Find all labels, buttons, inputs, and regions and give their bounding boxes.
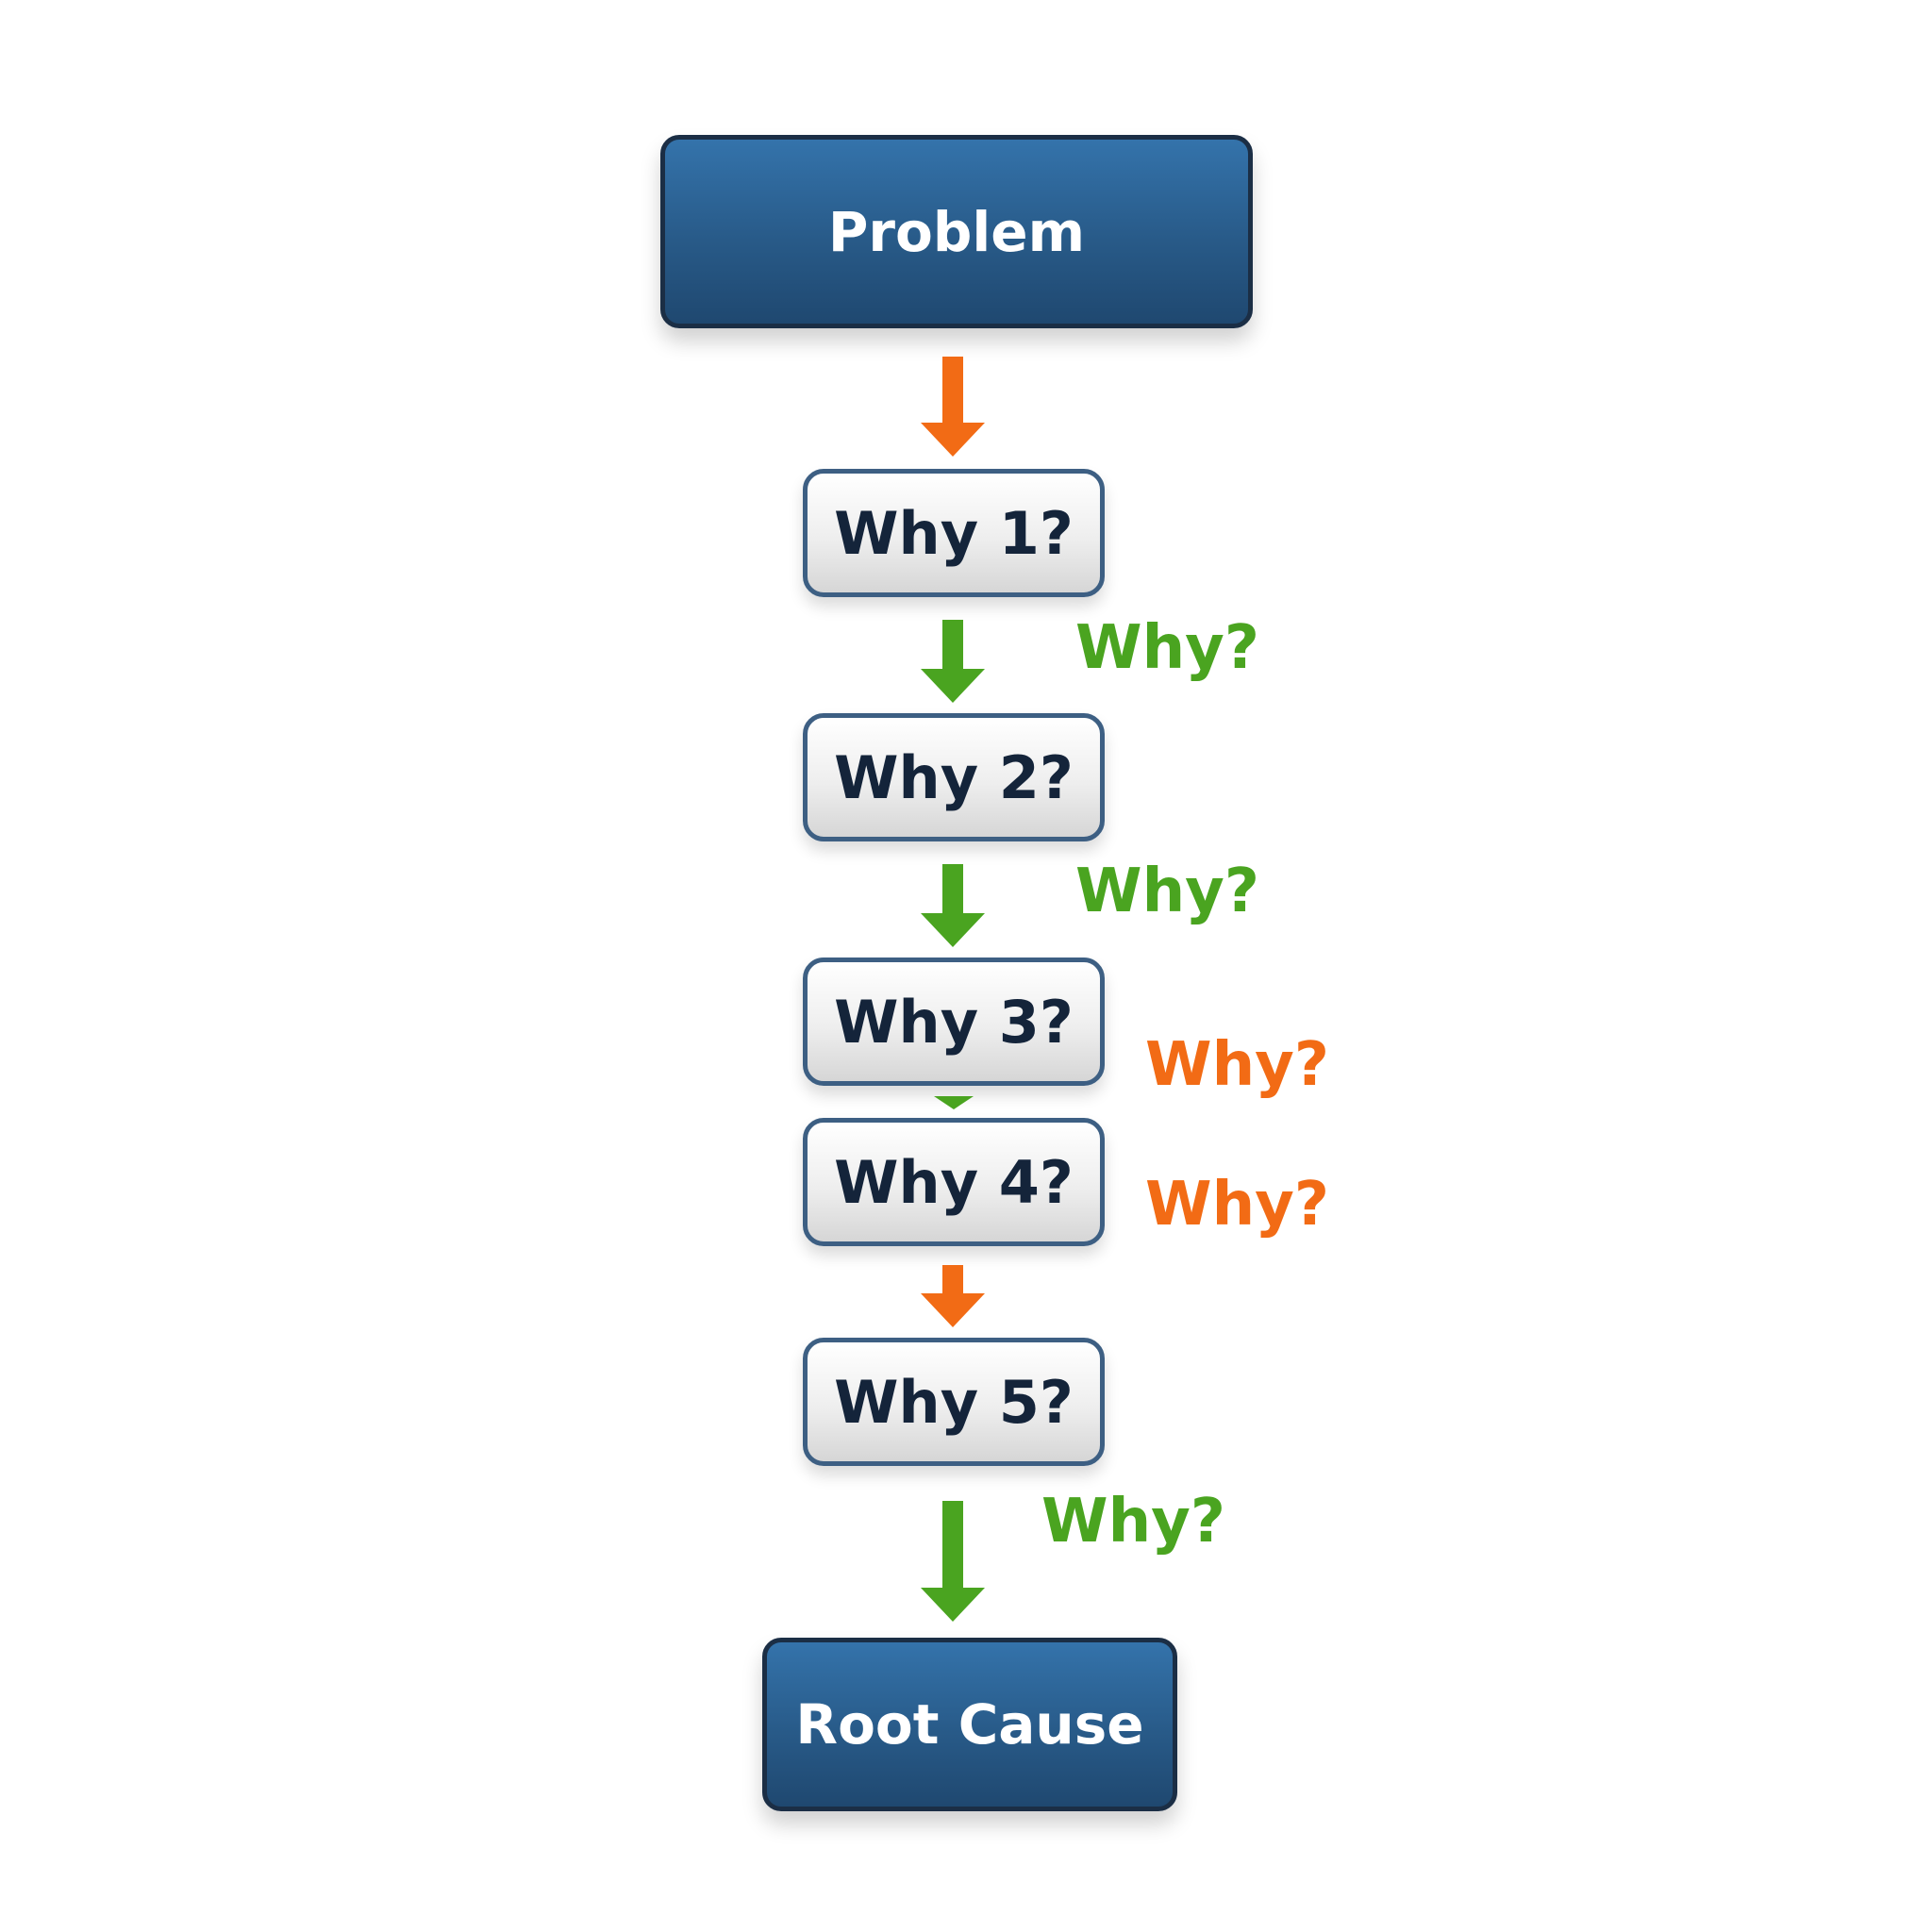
why-side-label-2: Why? — [1075, 857, 1259, 926]
arrow-head — [921, 1588, 985, 1622]
arrow-shaft — [942, 864, 963, 915]
arrow-why1-to-why2 — [921, 620, 985, 703]
problem-box: Problem — [660, 135, 1253, 328]
why-side-label-4: Why? — [1145, 1170, 1329, 1240]
arrow-head — [921, 913, 985, 947]
problem-label: Problem — [827, 199, 1086, 264]
why-side-label-3: Why? — [1145, 1030, 1329, 1100]
why-1-label: Why 1? — [834, 498, 1074, 568]
why-4-box: Why 4? — [803, 1118, 1105, 1246]
connector-arrowhead — [934, 1096, 974, 1109]
arrow-why4-to-why5 — [921, 1265, 985, 1327]
why-3-box: Why 3? — [803, 958, 1105, 1086]
why-5-box: Why 5? — [803, 1338, 1105, 1466]
root-cause-box: Root Cause — [762, 1638, 1177, 1811]
arrow-shaft — [942, 357, 963, 425]
arrow-why5-to-root-cause — [921, 1501, 985, 1622]
why-side-label-1: Why? — [1075, 613, 1259, 683]
arrow-shaft — [942, 620, 963, 671]
why-5-label: Why 5? — [834, 1367, 1074, 1437]
arrow-why2-to-why3 — [921, 864, 985, 947]
why-2-label: Why 2? — [834, 742, 1074, 812]
why-3-label: Why 3? — [834, 987, 1074, 1057]
why-2-box: Why 2? — [803, 713, 1105, 841]
arrow-head — [921, 1293, 985, 1327]
why-4-label: Why 4? — [834, 1147, 1074, 1217]
why-side-label-5: Why? — [1041, 1487, 1225, 1557]
arrow-shaft — [942, 1265, 963, 1295]
arrow-head — [921, 423, 985, 457]
root-cause-label: Root Cause — [795, 1692, 1144, 1757]
why-1-box: Why 1? — [803, 469, 1105, 597]
arrow-problem-to-why1 — [921, 357, 985, 457]
arrow-head — [921, 669, 985, 703]
arrow-shaft — [942, 1501, 963, 1590]
